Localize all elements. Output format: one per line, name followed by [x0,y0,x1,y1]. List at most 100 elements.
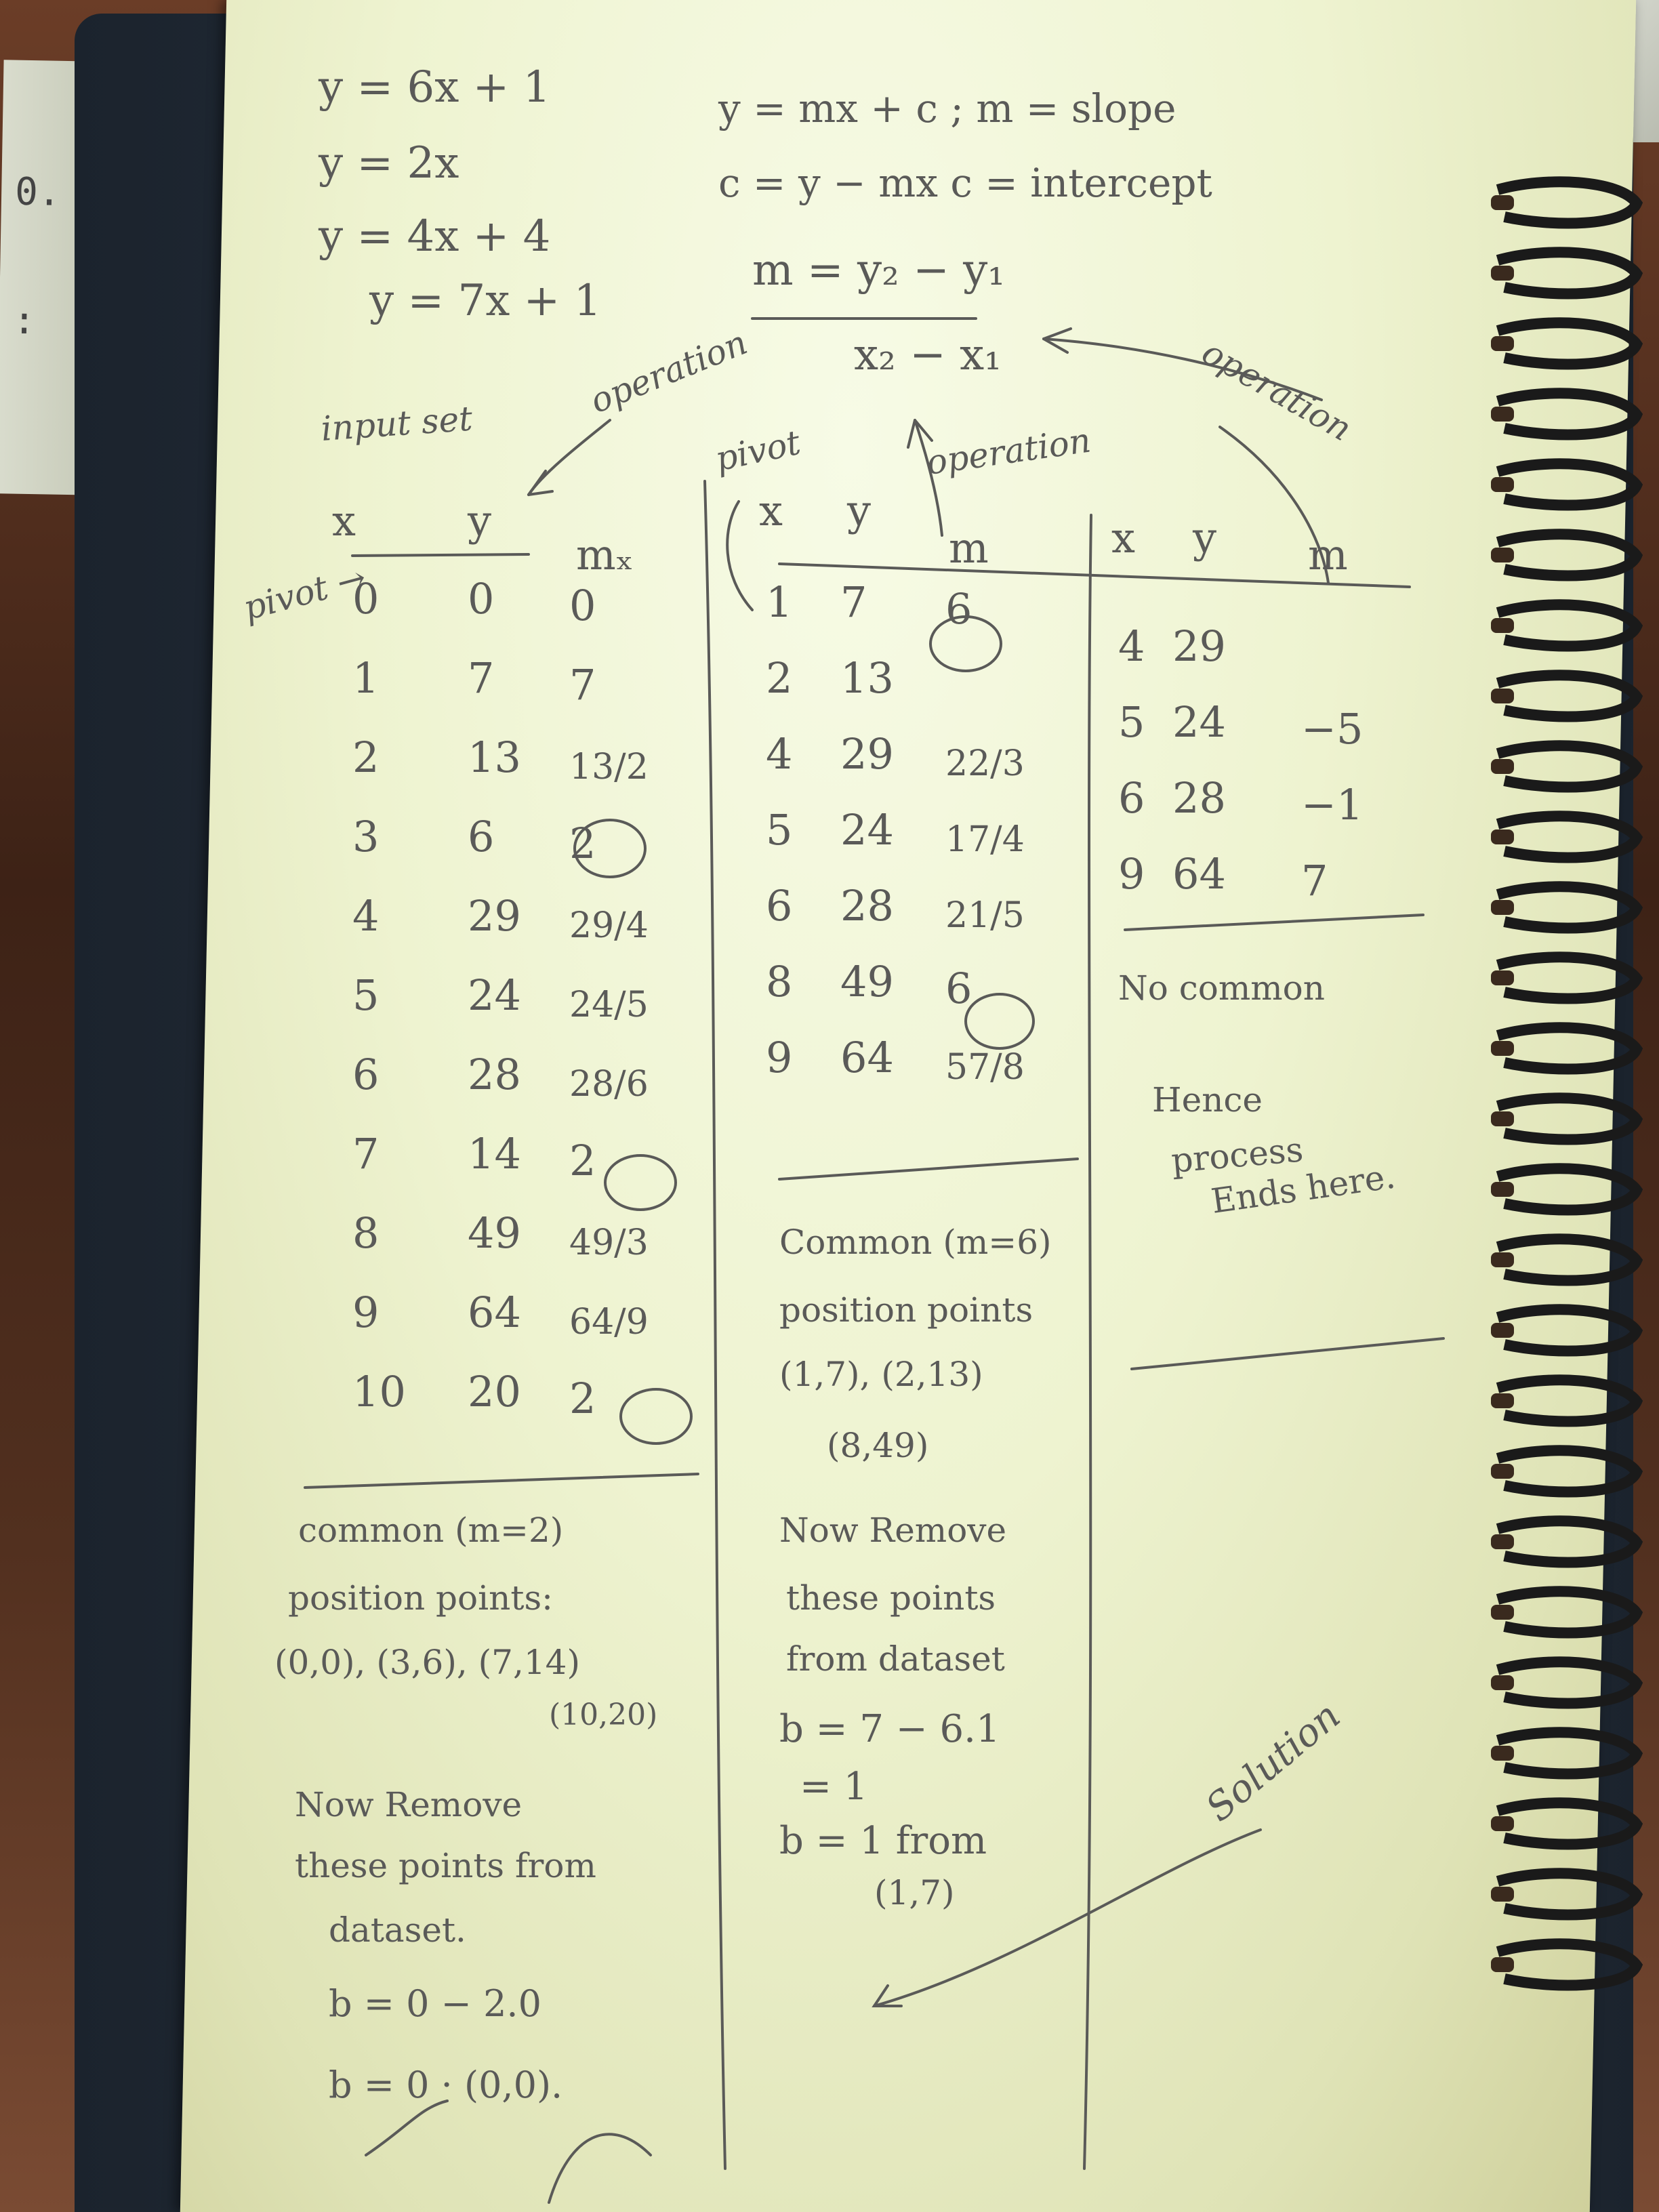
table1-points-1: (0,0), (3,6), (7,14) [274,1643,580,1682]
spiral-coil [1496,388,1643,441]
spiral-hole [1491,1675,1514,1690]
spiral-hole [1491,1252,1514,1267]
table1-remove-1: Now Remove [295,1785,522,1824]
table2-calc-2: = 1 [800,1765,867,1809]
table3-notes: No common Hence process Ends here. [1118,968,1397,1221]
table1-cell: 4 [352,891,379,941]
table1-calc-2: b = 0 · (0,0). [329,2064,562,2106]
table1-common: common (m=2) [298,1511,563,1550]
table3-cell: −1 [1301,780,1363,830]
column-divider-1 [703,480,726,2170]
solution-label: Solution [1197,1694,1349,1830]
table2-points-2: (8,49) [827,1426,928,1465]
table1-cell: 2 [352,733,379,782]
table2-cell: 6 [945,584,972,634]
ink-strokes [304,317,1445,2204]
spiral-coil [1496,881,1643,934]
pivot-arrow-label: pivot → [239,558,370,628]
spiral-hole [1491,407,1514,422]
table3-header-x: x [1111,513,1135,562]
table1-cell: 7 [569,660,596,710]
table2-cell: 28 [840,881,894,930]
table3-header-m: m [1308,530,1348,579]
table1-cell: 64 [468,1288,521,1337]
table1-cell: 24/5 [569,985,649,1025]
operation-arrow-4 [1218,426,1330,584]
table2-cell: 57/8 [945,1047,1025,1088]
circle-highlight [573,819,647,878]
spiral-coil [1496,317,1643,370]
spiral-hole [1491,830,1514,844]
table3-cell: 7 [1301,856,1328,905]
spiral-coil [1496,176,1643,229]
spiral-hole [1491,195,1514,210]
spiral-coil [1496,1304,1643,1357]
equation-block: y = 6x + 1 y = 2x y = 4x + 4 y = 7x + 1 … [318,62,1212,380]
spiral-hole [1491,759,1514,774]
table2-calc-3: b = 1 from [779,1819,987,1863]
table2-header-y: y [846,486,871,535]
spiral-hole [1491,1464,1514,1479]
table2-cell: 64 [840,1033,894,1082]
table2-cell: 2 [766,653,792,703]
table2-remove-2: these points [786,1578,996,1618]
table2-cell: 29 [840,729,894,779]
table2-cell: 6 [945,964,972,1013]
table1-cell: 1 [352,653,379,703]
table1-cell: 2 [569,819,596,868]
table1-remove-2: these points from [295,1846,596,1885]
spiral-hole [1491,1041,1514,1056]
table1-cell: 6 [352,1050,379,1099]
table2-remove-3: from dataset [786,1639,1005,1679]
spiral-coil [1496,247,1643,300]
circle-highlight [604,1154,677,1211]
table1-cell: 29 [468,891,521,941]
spiral-hole [1491,1393,1514,1408]
circle-highlight [619,1388,693,1445]
spiral-hole [1491,336,1514,351]
circle-highlight [964,993,1035,1050]
input-set-label: input set [320,398,474,449]
spiral-hole [1491,1111,1514,1126]
arrowhead [907,419,933,449]
table1-cell: 13/2 [569,747,649,787]
arrowhead [527,470,554,496]
table1-remove-3: dataset. [329,1910,466,1950]
table3-cell: 6 [1118,773,1145,823]
table1-end-rule [304,1473,699,1489]
table2-cell: 21/5 [945,895,1025,936]
table1-cell: 0 [352,574,379,623]
circle-highlight [929,615,1002,672]
spiral-coil [1496,599,1643,652]
table1-points-2: (10,20) [549,1698,657,1732]
table2-calc-4: (1,7) [874,1873,955,1912]
spiral-coil [1496,529,1643,581]
table1-position: position points: [288,1578,553,1618]
operation-arrow-3 [914,419,943,537]
table1-cell: 49/3 [569,1223,649,1263]
spiral-coil [1496,951,1643,1004]
equation-4: y = 7x + 1 [369,276,601,326]
spiral-coil [1496,740,1643,793]
table1-cell: 13 [468,733,521,782]
table1-cell: 8 [352,1208,379,1258]
table2-cell: 4 [766,729,792,779]
solution-arrow [873,1828,1262,2007]
table1-cell: 5 [352,970,379,1020]
table2-points-1: (1,7), (2,13) [779,1355,983,1394]
table1-cell: 7 [468,653,494,703]
table3-header-y: y [1192,513,1216,562]
table1-cell: 0 [468,574,494,623]
spiral-coil [1496,1586,1643,1639]
table2-cell: 13 [840,653,894,703]
table3-cell: 64 [1172,849,1226,899]
table1-cell: 2 [569,1374,596,1423]
spiral-coil [1496,1727,1643,1780]
spiral-coil [1496,1022,1643,1075]
equation-2: y = 2x [318,138,459,188]
spiral-hole [1491,618,1514,633]
table2-cell: 49 [840,957,894,1006]
slope-denominator: x₂ − x₁ [854,330,1002,380]
